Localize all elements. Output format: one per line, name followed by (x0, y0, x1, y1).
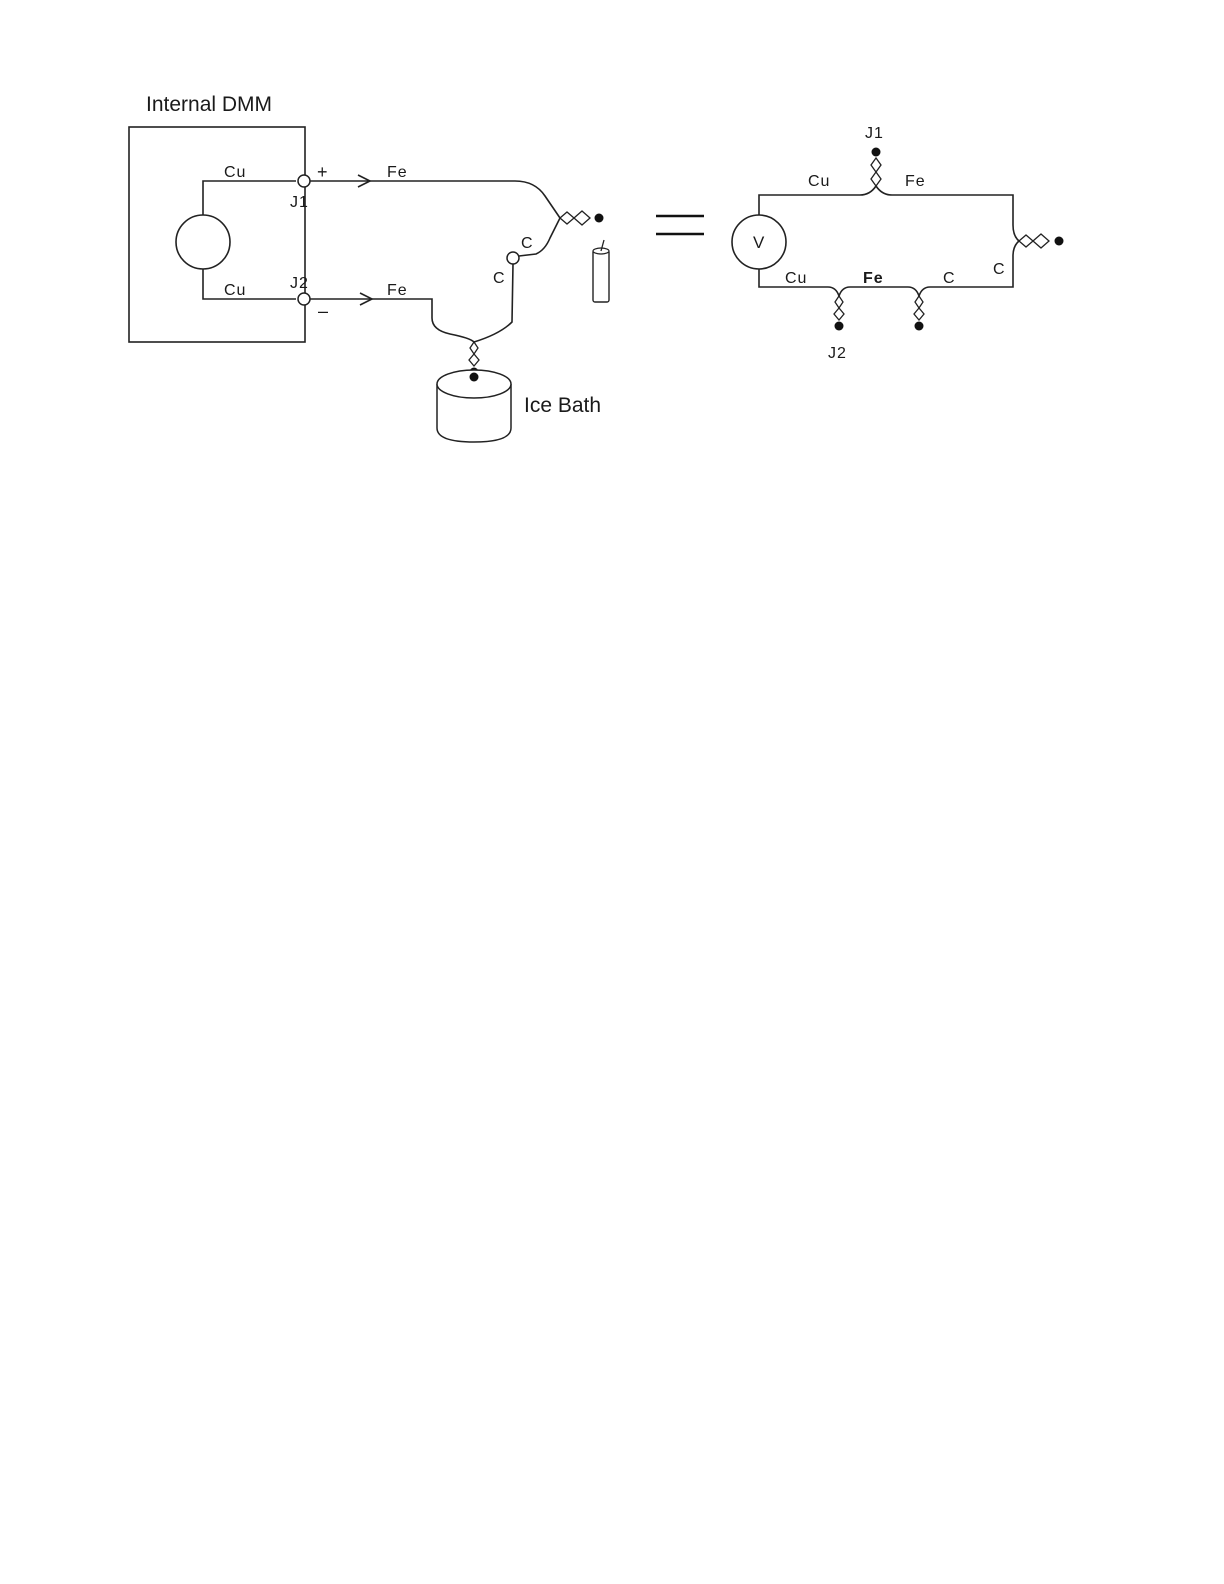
hot-junction-icon (560, 211, 604, 225)
c-label-upper: C (521, 235, 534, 252)
upper-fe-lead (310, 181, 560, 218)
right-bottom-label-3: C (943, 270, 956, 287)
junction-j2-label: J2 (290, 275, 309, 292)
junction-j2-icon (834, 296, 844, 331)
dmm-upper-wire-label: Cu (224, 164, 246, 181)
upper-lead-label: Fe (387, 164, 408, 181)
right-bottom-label-2: Fe (863, 270, 884, 287)
right-j2-label: J2 (828, 345, 847, 362)
left-circuit: Internal DMM Cu Cu J1 J2 + – Fe Fe C C (129, 93, 609, 442)
right-circuit: V J1 J2 Cu Fe C Cu Fe C (732, 125, 1064, 362)
terminal-j1-icon (298, 175, 310, 187)
junction-j1-label: J1 (290, 194, 309, 211)
terminal-j2-icon (298, 293, 310, 305)
plus-sign: + (317, 162, 328, 182)
dmm-title: Internal DMM (146, 93, 272, 116)
dmm-source-icon (176, 215, 230, 269)
right-top-right-label: Fe (905, 173, 926, 190)
minus-sign: – (318, 301, 328, 321)
junction-j1-icon (871, 148, 881, 187)
c-label-lower: C (493, 270, 506, 287)
voltmeter-symbol: V (753, 233, 765, 252)
candle-icon (593, 240, 609, 302)
right-top-wire (759, 186, 1019, 241)
right-bottom-wire (759, 241, 1019, 296)
right-side-label: C (993, 261, 1006, 278)
reference-junction-icon (914, 296, 924, 331)
c-connector-icon (507, 252, 519, 264)
ice-bath-label: Ice Bath (524, 394, 601, 417)
dmm-upper-internal-wire (203, 181, 296, 215)
dmm-lower-wire-label: Cu (224, 282, 246, 299)
dmm-lower-internal-wire (203, 269, 296, 299)
right-top-left-label: Cu (808, 173, 830, 190)
ice-bath-icon (437, 370, 511, 442)
right-hot-junction-icon (1019, 234, 1064, 248)
lower-lead-label: Fe (387, 282, 408, 299)
lower-fe-lead (310, 299, 474, 342)
equals-icon (656, 216, 704, 234)
right-bottom-label-1: Cu (785, 270, 807, 287)
right-j1-label: J1 (865, 125, 884, 142)
